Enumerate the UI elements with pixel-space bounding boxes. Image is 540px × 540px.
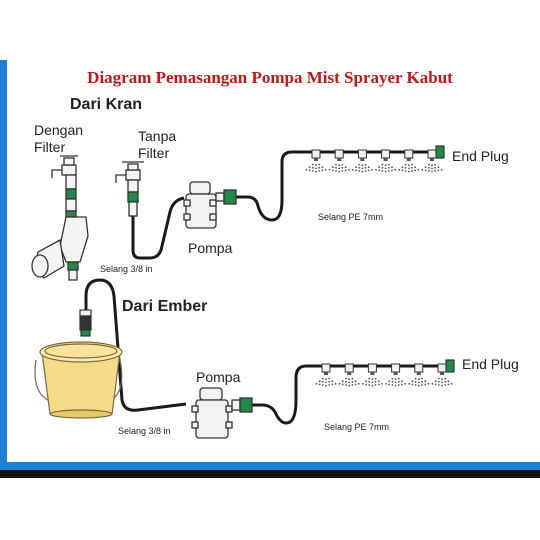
label-hose-38-top: Selang 3/8 in	[100, 264, 153, 274]
top-nozzle-icon	[328, 149, 350, 173]
top-nozzle-icon	[351, 149, 373, 173]
hose-38-bottom	[84, 278, 187, 412]
label-without-filter: Tanpa Filter	[138, 128, 176, 162]
label-without-filter-line2: Filter	[138, 145, 170, 161]
label-hose-38-bottom: Selang 3/8 in	[118, 426, 171, 436]
end-plug-bottom-icon	[445, 359, 455, 373]
hose-38-top	[131, 196, 185, 260]
top-nozzle-icon	[398, 149, 420, 173]
hose-pe-bottom	[252, 362, 455, 425]
label-end-plug-top: End Plug	[452, 148, 509, 164]
hose-pe-top	[236, 148, 445, 222]
bottom-nozzle-icon	[338, 363, 360, 387]
section-title-ember: Dari Ember	[122, 298, 208, 315]
pump-bottom-icon	[191, 387, 253, 439]
faucet-without-filter	[115, 161, 144, 217]
top-nozzle-icon	[305, 149, 327, 173]
pump-top-icon	[183, 181, 237, 229]
diagram-title: Diagram Pemasangan Pompa Mist Sprayer Ka…	[87, 68, 453, 87]
bucket-icon	[34, 341, 123, 419]
bottom-nozzle-icon	[315, 363, 337, 387]
frame-bottom-border	[0, 462, 540, 470]
label-pump-top: Pompa	[188, 240, 233, 256]
label-hose-pe-bottom: Selang PE 7mm	[324, 422, 390, 432]
section-title-kran: Dari Kran	[70, 96, 143, 113]
nozzle-group-bottom	[315, 363, 453, 387]
label-with-filter-line2: Filter	[34, 139, 66, 155]
frame-left-border	[0, 60, 7, 466]
strainer-icon	[79, 309, 92, 337]
bottom-nozzle-icon	[385, 363, 407, 387]
label-hose-pe-top: Selang PE 7mm	[318, 212, 384, 222]
bottom-black-bar	[0, 470, 540, 478]
top-nozzle-icon	[421, 149, 443, 173]
end-plug-top-icon	[435, 145, 445, 159]
label-end-plug-bottom: End Plug	[462, 356, 519, 372]
label-without-filter-line1: Tanpa	[138, 128, 177, 144]
label-pump-bottom: Pompa	[196, 369, 241, 385]
label-with-filter: Dengan Filter	[34, 122, 83, 156]
bottom-nozzle-icon	[431, 363, 453, 387]
bottom-nozzle-icon	[408, 363, 430, 387]
top-nozzle-icon	[375, 149, 397, 173]
nozzle-group-top	[305, 149, 443, 173]
faucet-with-filter	[31, 155, 89, 281]
bottom-nozzle-icon	[361, 363, 383, 387]
label-with-filter-line1: Dengan	[34, 122, 84, 138]
